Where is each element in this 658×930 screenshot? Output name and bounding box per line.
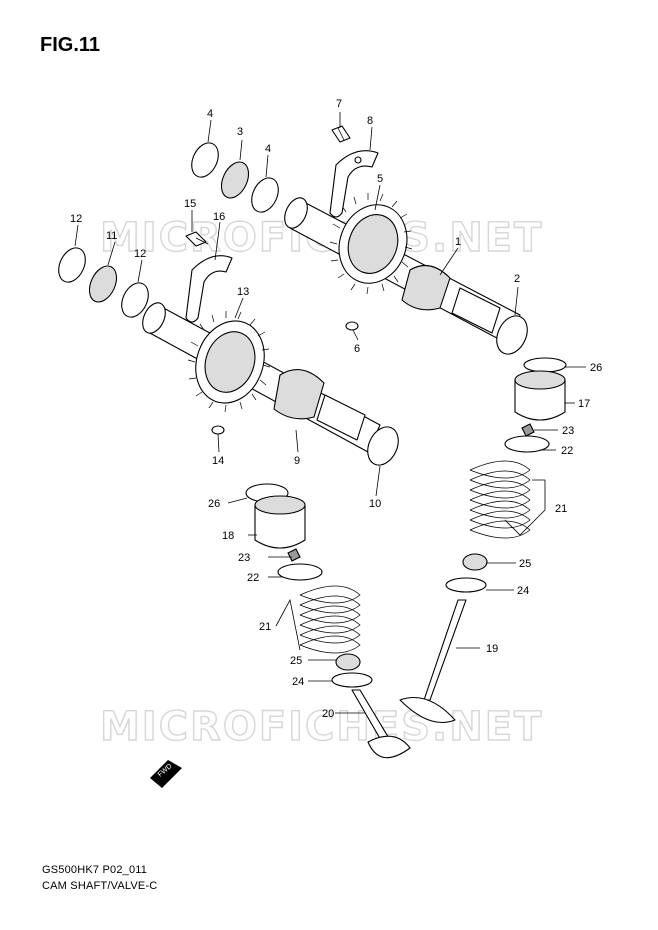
callout-22-left: 22: [247, 572, 259, 584]
shim-3: [220, 161, 250, 199]
forward-direction-marker: FWD: [150, 760, 182, 788]
shim-4b: [251, 177, 279, 213]
seal-25-left: [335, 653, 361, 671]
callout-23-right: 23: [562, 425, 574, 437]
callout-25-left: 25: [290, 655, 302, 667]
seat-24-right: [445, 577, 487, 593]
tappet-18: [254, 505, 306, 549]
shim-11: [88, 265, 118, 303]
seal-25-right: [462, 553, 488, 571]
callout-10: 10: [369, 498, 381, 510]
callout-6: 6: [354, 343, 360, 355]
callout-22-right: 22: [561, 445, 573, 457]
callout-12a: 12: [70, 213, 82, 225]
shim-2: [496, 315, 528, 355]
right-valve-assembly: [399, 357, 567, 724]
callout-12b: 12: [134, 248, 146, 260]
callout-25-right: 25: [519, 558, 531, 570]
model-code: GS500HK7 P02_011: [42, 864, 148, 876]
camshaft-9: [142, 302, 381, 453]
retainer-22-right: [504, 435, 550, 453]
callout-11: 11: [106, 230, 117, 242]
shim-4a: [191, 142, 219, 178]
shim-12a: [58, 247, 86, 283]
callout-9: 9: [294, 455, 300, 467]
callout-1: 1: [455, 236, 461, 248]
callout-15: 15: [184, 198, 196, 210]
camshaft-1: [284, 193, 521, 346]
figure-title: FIG.11: [40, 34, 101, 56]
shim-12b: [121, 282, 149, 318]
callout-21-right: 21: [555, 503, 567, 515]
bolt-15: [185, 231, 209, 247]
retainer-22-left: [277, 563, 323, 581]
bracket-16: [185, 255, 233, 323]
callout-20: 20: [322, 708, 334, 720]
callout-8: 8: [367, 115, 373, 127]
bolt-7: [331, 125, 351, 143]
callout-numbers: 1 2 3 4 4 5 6 7 8 9 10 11 12 12 13 14 15…: [70, 98, 602, 720]
callout-19: 19: [486, 643, 498, 655]
callout-7: 7: [336, 98, 342, 110]
shim-10: [367, 426, 399, 466]
callout-21-left: 21: [259, 621, 271, 633]
callout-17: 17: [578, 398, 590, 410]
callout-5: 5: [377, 173, 383, 185]
callout-4b: 4: [265, 143, 271, 155]
callout-24-left: 24: [292, 676, 304, 688]
valve-19: [423, 599, 467, 701]
callout-23-left: 23: [238, 552, 250, 564]
spring-21-right: [469, 460, 531, 539]
watermark-bottom: MICROFICHES.NET: [100, 704, 543, 750]
bracket-8: [329, 150, 379, 218]
callout-18: 18: [222, 530, 234, 542]
tappet-17: [514, 380, 566, 421]
leader-lines: [74, 112, 586, 714]
figure-name: CAM SHAFT/VALVE-C: [42, 880, 158, 892]
callout-2: 2: [514, 273, 520, 285]
seat-24-left: [331, 672, 373, 688]
callout-16: 16: [213, 211, 225, 223]
shim-26-right: [523, 357, 567, 373]
left-valve-assembly: [245, 483, 411, 759]
callout-24-right: 24: [517, 585, 529, 597]
callout-26-right: 26: [590, 362, 602, 374]
callout-26-left: 26: [208, 498, 220, 510]
callout-14: 14: [212, 455, 224, 467]
spring-21-left: [299, 585, 361, 654]
callout-4a: 4: [207, 108, 213, 120]
callout-13: 13: [237, 286, 249, 298]
callout-3: 3: [237, 126, 243, 138]
